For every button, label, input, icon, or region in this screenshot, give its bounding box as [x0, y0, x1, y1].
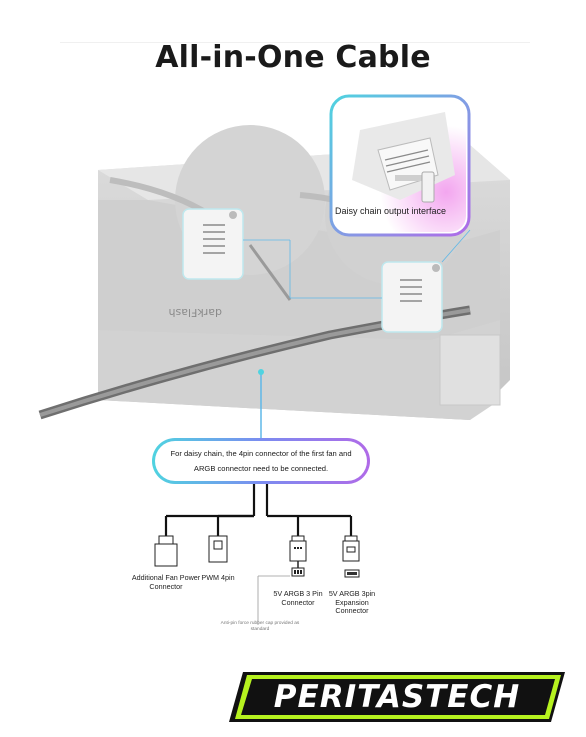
- zoom-inset: [329, 94, 471, 237]
- connector-closeup-right: [381, 261, 443, 333]
- fan-brand-text: darkFlash: [169, 306, 222, 319]
- connector-label-argb-expansion: 5V ARGB 3pin Expansion Connector: [328, 589, 376, 615]
- daisy-chain-note-box: For daisy chain, the 4pin connector of t…: [152, 438, 370, 484]
- connector-label-argb-3pin: 5V ARGB 3 Pin Connector: [273, 589, 323, 607]
- wiring-tree: [164, 484, 353, 536]
- lead-dot: [258, 369, 264, 375]
- pwm-connector-icon: [208, 535, 228, 563]
- page-title: All-in-One Cable: [155, 40, 431, 75]
- pointer-lines: [243, 229, 471, 299]
- top-divider: [60, 42, 530, 43]
- zoom-inset-label: Daisy chain output interface: [335, 206, 447, 216]
- connector-label-pwm: PWM 4pin: [201, 573, 235, 582]
- connector-label-fan-power: Additional Fan Power Connector: [131, 573, 201, 591]
- argb-3pin-connector-icon: [289, 535, 307, 577]
- connector-closeup-left: [182, 208, 244, 280]
- argb-expansion-connector-icon: [342, 535, 360, 578]
- rubber-cap-note: Anti-pin force rubber cap provided as st…: [220, 621, 300, 632]
- peritastech-logo: [229, 672, 565, 722]
- daisy-chain-note-text: For daisy chain, the 4pin connector of t…: [170, 449, 352, 473]
- logo-text-container: PERITASTECH: [229, 672, 565, 722]
- fan-power-connector-icon: [154, 535, 178, 567]
- logo-text: PERITASTECH: [273, 679, 521, 715]
